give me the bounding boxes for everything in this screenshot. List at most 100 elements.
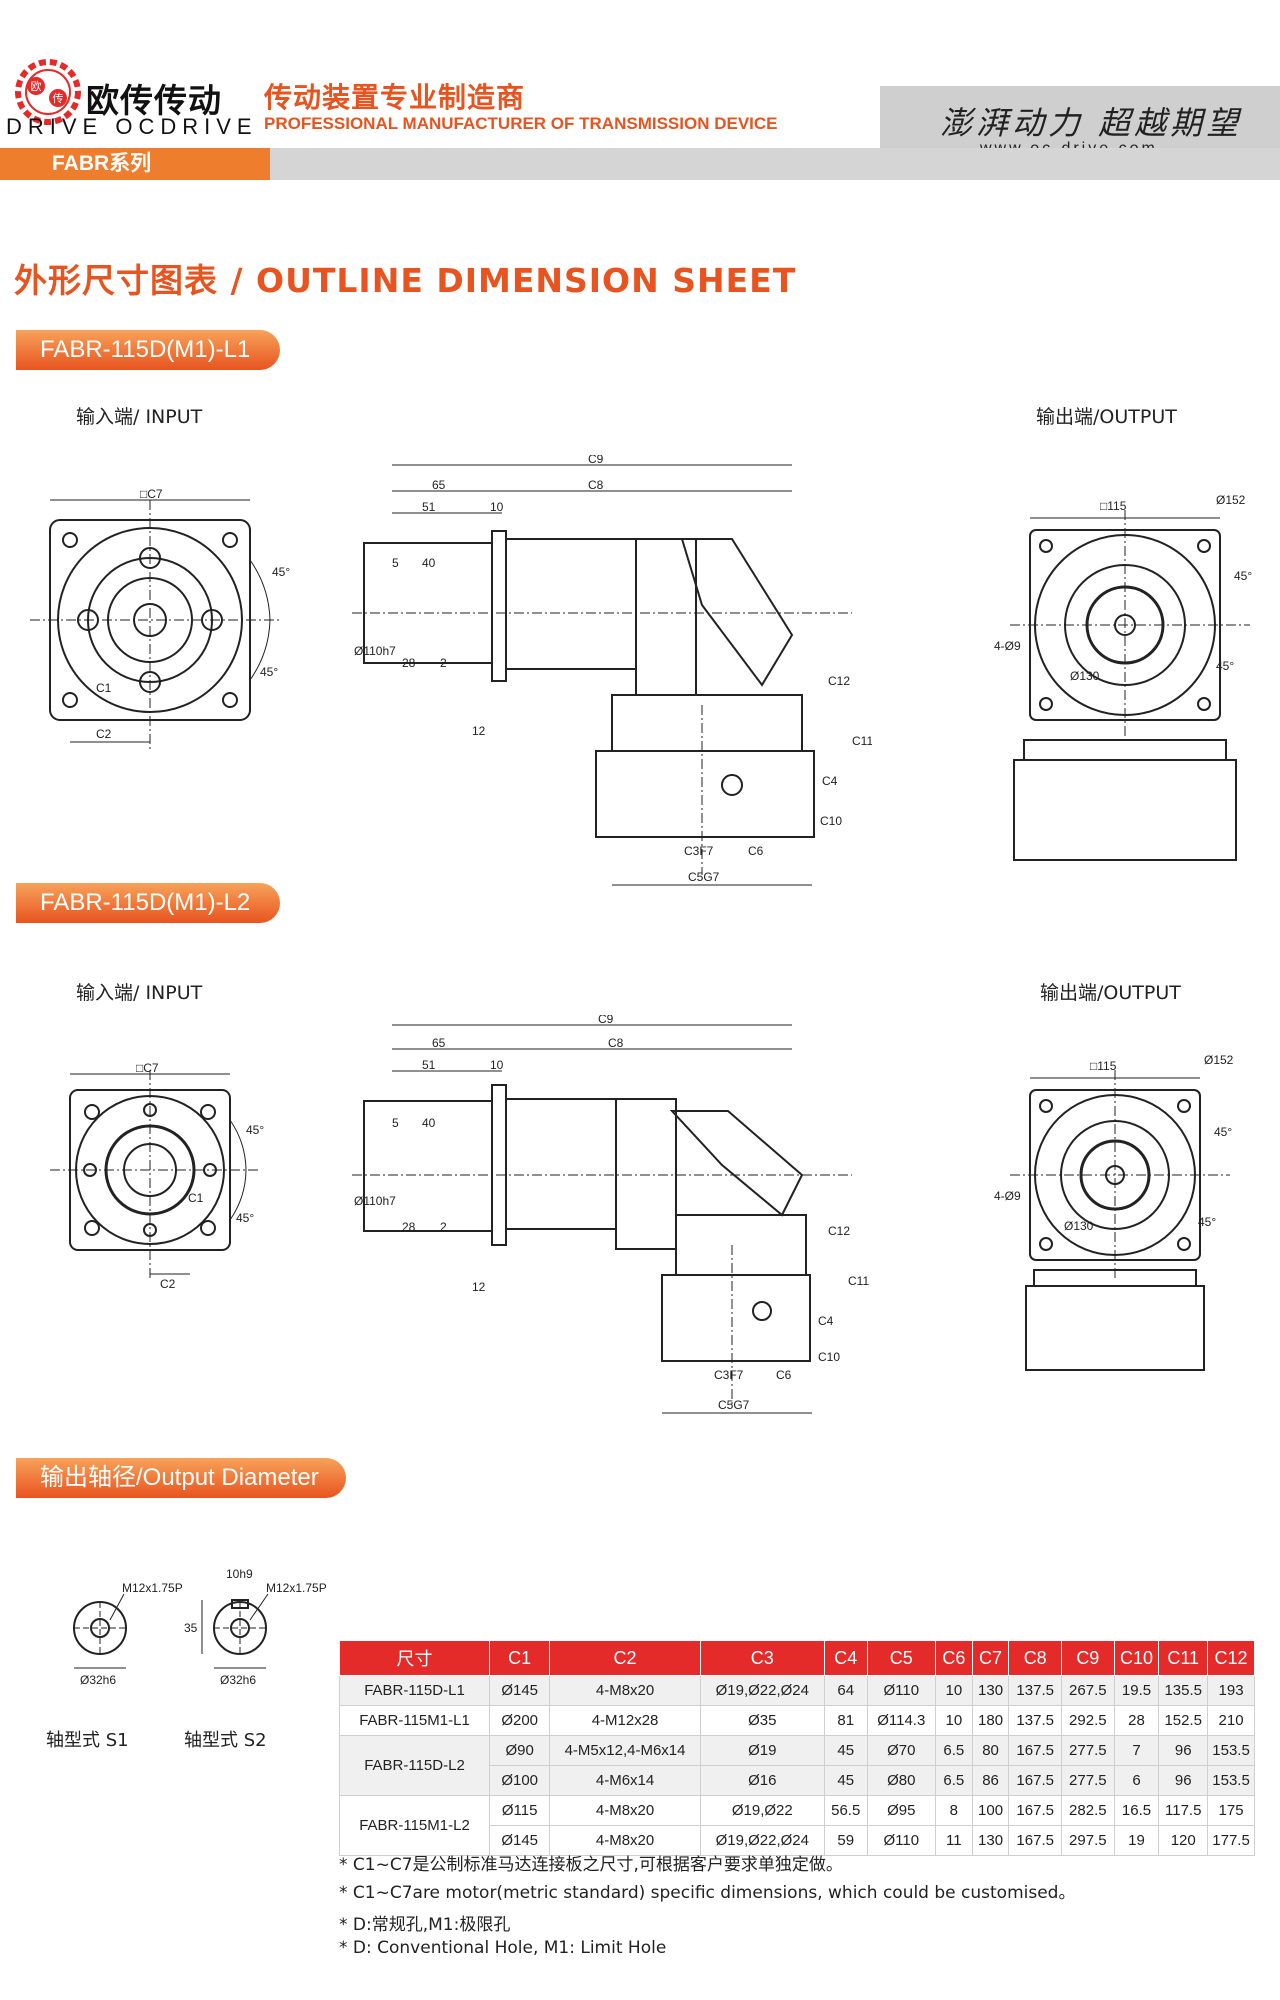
cell: Ø145: [488, 1825, 551, 1856]
side-view-l1: C9 65 C8 51 10 5 40 Ø110h7 28 2 12 C12 C…: [352, 455, 872, 886]
dim-51: 51: [422, 500, 436, 514]
dim-c10: C10: [820, 814, 842, 828]
dim-152-l2: Ø152: [1204, 1053, 1234, 1067]
dim-12-l2: 12: [472, 1280, 486, 1294]
header-c9: C9: [1061, 1640, 1115, 1676]
page-title: 外形尺寸图表 / OUTLINE DIMENSION SHEET: [14, 261, 797, 300]
section-pill-l1: FABR-115D(M1)-L1: [16, 330, 280, 370]
shaft-s1-label: 轴型式 S1: [46, 1730, 129, 1751]
dim-4x9-l2: 4-Ø9: [994, 1189, 1021, 1203]
dim-c9-l2: C9: [598, 1015, 614, 1026]
dim-out-angle-b: 45°: [1216, 659, 1234, 673]
dim-c5g7: C5G7: [688, 870, 720, 884]
dim-115: □115: [1100, 499, 1127, 513]
shaft-diagrams: M12x1.75P Ø32h6 10h9 M12x1.75P 35 Ø32h6: [73, 1567, 327, 1687]
dim-152: Ø152: [1216, 493, 1246, 507]
header-c6: C6: [935, 1640, 973, 1676]
header-c4: C4: [823, 1640, 868, 1676]
dim-5-l2: 5: [392, 1116, 399, 1130]
logo-char-1: 欧: [31, 80, 42, 93]
cell: 137.5: [1008, 1675, 1063, 1706]
cell: 193: [1207, 1675, 1255, 1706]
logo-text: DRIVE: [6, 114, 104, 139]
dim-28-l2: 28: [402, 1220, 416, 1234]
dim-c7: □C7: [140, 487, 163, 501]
header-c7: C7: [971, 1640, 1010, 1676]
cell: Ø200: [488, 1705, 551, 1736]
header-c5: C5: [866, 1640, 937, 1676]
output-view-l1: □115 Ø152 45° 4-Ø9 Ø130 45°: [994, 493, 1252, 861]
cell: 7: [1113, 1735, 1160, 1766]
cell: 152.5: [1158, 1705, 1209, 1736]
s2-key: 10h9: [226, 1567, 253, 1581]
cell: 4-M5x12,4-M6x14: [549, 1735, 701, 1766]
cell: Ø100: [488, 1765, 551, 1796]
dim-28: 28: [402, 656, 416, 670]
s1-dia: Ø32h6: [80, 1673, 116, 1687]
dim-c4: C4: [822, 774, 838, 788]
cell: Ø19,Ø22,Ø24: [699, 1675, 825, 1706]
header-c3: C3: [699, 1640, 825, 1676]
cell: 11: [935, 1825, 973, 1856]
series-tab[interactable]: FABR系列: [0, 148, 270, 180]
table-row: FABR-115M1-L1 Ø200 4-M12x28 Ø35 81 Ø114.…: [339, 1705, 1255, 1736]
cell: 45: [823, 1735, 868, 1766]
cell: 16.5: [1113, 1795, 1160, 1826]
cell: 96: [1158, 1765, 1209, 1796]
dim-c7-l2: □C7: [136, 1061, 159, 1075]
header-c12: C12: [1207, 1640, 1255, 1676]
header-c11: C11: [1158, 1640, 1209, 1676]
spec-table: 尺寸 C1 C2 C3 C4 C5 C6 C7 C8 C9 C10 C11 C1…: [339, 1640, 1255, 1856]
cell: 10: [935, 1705, 973, 1736]
note-1: * C1~C7是公制标准马达连接板之尺寸,可根据客户要求单独定做。: [339, 1855, 843, 1875]
cell: 56.5: [823, 1795, 868, 1826]
dim-c8: C8: [588, 478, 604, 492]
cell: 4-M8x20: [549, 1825, 701, 1856]
dim-5: 5: [392, 556, 399, 570]
page-header: 欧 传 欧传传动 DRIVE OCDRIVE 传动装置专业制造商 PROFESS…: [0, 0, 1280, 180]
dim-c3f7: C3F7: [684, 844, 714, 858]
company-logo: 欧 传: [15, 59, 81, 125]
cell: 100: [971, 1795, 1010, 1826]
cell: Ø114.3: [866, 1705, 937, 1736]
dim-115-l2: □115: [1090, 1059, 1117, 1073]
cell: 6.5: [935, 1735, 973, 1766]
dim-c1: C1: [96, 681, 112, 695]
s1-thread: M12x1.75P: [122, 1581, 183, 1595]
dim-c2: C2: [96, 727, 112, 741]
dim-110h7: Ø110h7: [354, 644, 396, 658]
dim-110h7-l2: Ø110h7: [354, 1194, 396, 1208]
cell: Ø110: [866, 1675, 937, 1706]
cell: Ø115: [488, 1795, 551, 1826]
cell: Ø70: [866, 1735, 937, 1766]
dim-c1-l2: C1: [188, 1191, 204, 1205]
dim-40: 40: [422, 556, 436, 570]
s2-dia: Ø32h6: [220, 1673, 256, 1687]
side-view-l2: C9 65 C8 51 10 5 40 Ø110h7 28 2 12 C12 C…: [352, 1015, 869, 1414]
table-row: Ø100 4-M6x14 Ø16 45 Ø80 6.5 86 167.5 277…: [340, 1765, 1255, 1796]
dim-c3f7-l2: C3F7: [714, 1368, 744, 1382]
cell: Ø19,Ø22,Ø24: [699, 1825, 825, 1856]
cell: 86: [971, 1765, 1010, 1796]
dim-c5g7-l2: C5G7: [718, 1398, 750, 1412]
output-label-l2: 输出端/OUTPUT: [1040, 982, 1181, 1004]
cell: Ø19: [699, 1735, 825, 1766]
cell: 277.5: [1061, 1735, 1115, 1766]
dim-2-l2: 2: [440, 1220, 447, 1234]
cell: 4-M8x20: [549, 1675, 701, 1706]
cell-model: FABR-115D-L1: [339, 1675, 490, 1706]
tagline-en: PROFESSIONAL MANUFACTURER OF TRANSMISSIO…: [264, 114, 778, 133]
cell: Ø19,Ø22: [699, 1795, 825, 1826]
dim-out-angle-a: 45°: [1234, 569, 1252, 583]
cell: 277.5: [1061, 1765, 1115, 1796]
output-label-l1: 输出端/OUTPUT: [1036, 406, 1177, 428]
slogan: 澎湃动力 超越期望: [940, 104, 1243, 142]
cell: 267.5: [1061, 1675, 1115, 1706]
dim-c10-l2: C10: [818, 1350, 840, 1364]
cell: 282.5: [1061, 1795, 1115, 1826]
dim-c2-l2: C2: [160, 1277, 176, 1291]
shaft-s2-label: 轴型式 S2: [184, 1730, 267, 1751]
brand-name-en-text: OCDRIVE: [115, 114, 258, 139]
cell: 6: [1113, 1765, 1160, 1796]
cell: 80: [971, 1735, 1010, 1766]
